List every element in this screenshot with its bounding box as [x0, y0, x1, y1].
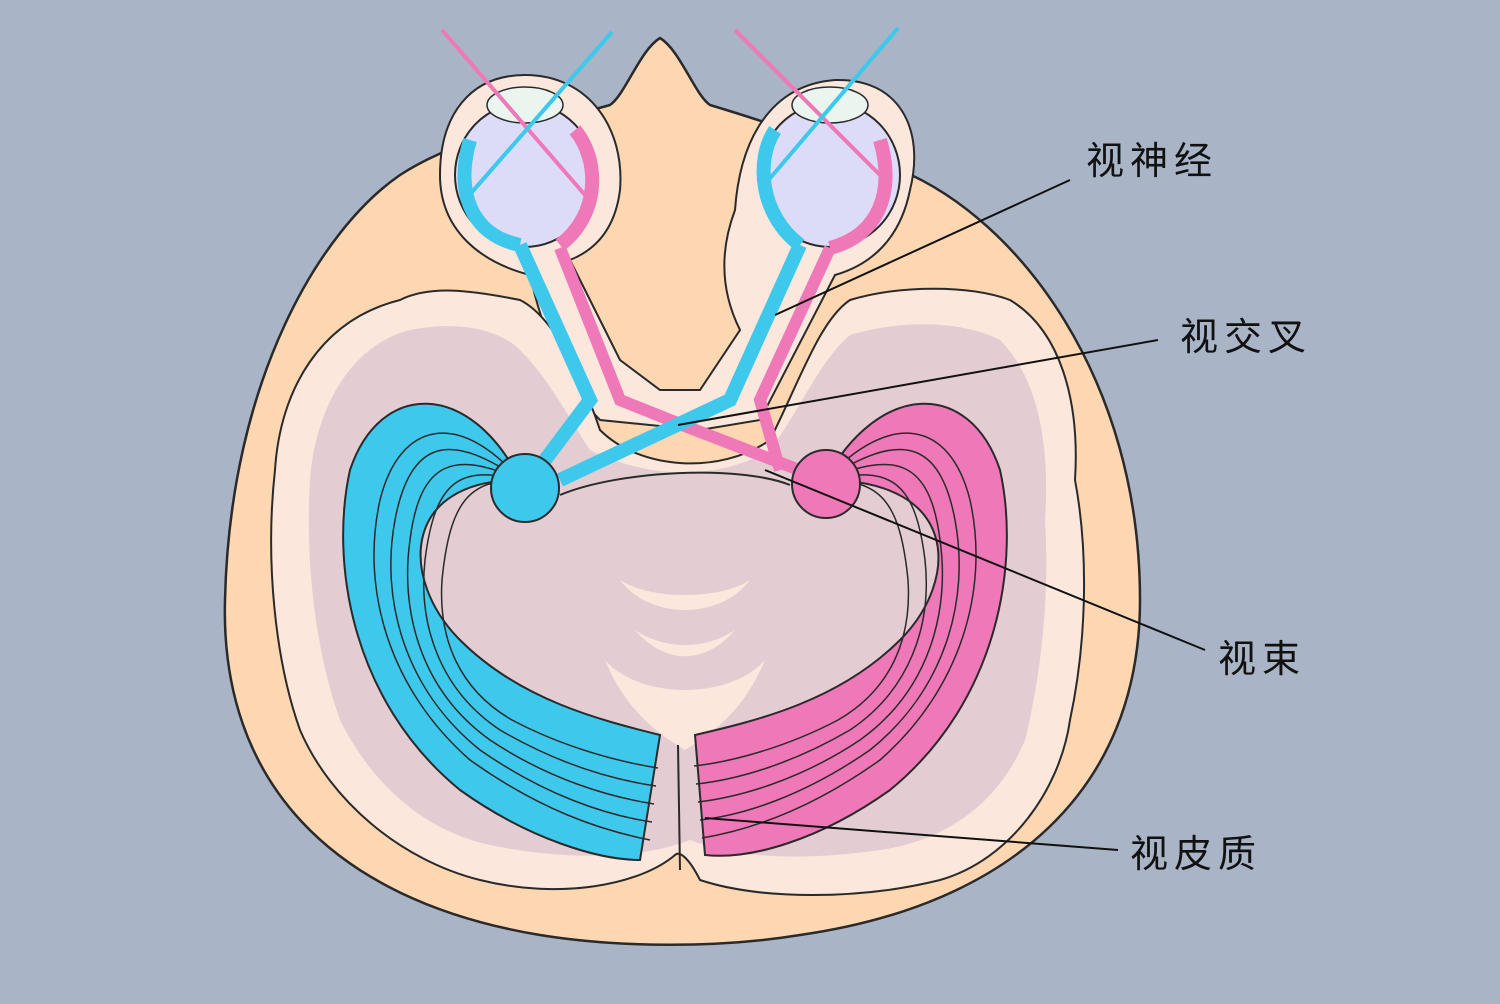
right-eye-retina-blue — [756, 126, 805, 251]
left-lgn — [490, 453, 560, 523]
right-eye-pink-ray — [733, 28, 882, 177]
longitudinal-fissure — [677, 744, 681, 871]
right-eye-blue-ray — [758, 26, 900, 192]
right-optic-nerve-blue — [557, 242, 807, 487]
right-eye — [759, 86, 901, 248]
left-eye — [454, 86, 596, 248]
left-optic-radiation — [342, 402, 662, 862]
left-eye-retina-blue — [457, 137, 522, 252]
right-optic-radiation — [693, 402, 1008, 857]
left-eye-retina-pink — [555, 125, 600, 251]
brain-fold-3 — [605, 660, 765, 750]
optic-nerve-label: 视神经 — [1086, 139, 1219, 183]
right-optic-nerve-pink — [753, 245, 836, 472]
tract-boundary — [559, 471, 791, 496]
optic-chiasm-label: 视交叉 — [1180, 315, 1313, 359]
optic-chiasm-leader — [677, 339, 1159, 426]
optic-tract-label: 视束 — [1218, 637, 1307, 681]
brain-fold-2 — [635, 630, 735, 657]
optic-tract-leader — [764, 469, 1206, 651]
left-eye-blue-ray — [463, 30, 614, 202]
left-eye-pink-ray — [440, 28, 587, 197]
brain-fold-1 — [620, 580, 750, 610]
visual-cortex-label: 视皮质 — [1130, 832, 1263, 876]
visual-cortex-leader — [704, 817, 1119, 851]
left-optic-nerve-pink — [554, 245, 823, 484]
right-lgn — [791, 449, 861, 519]
optic-nerve-leader — [774, 179, 1071, 316]
left-optic-nerve-blue — [513, 242, 599, 485]
right-eye-retina-pink — [827, 137, 893, 255]
